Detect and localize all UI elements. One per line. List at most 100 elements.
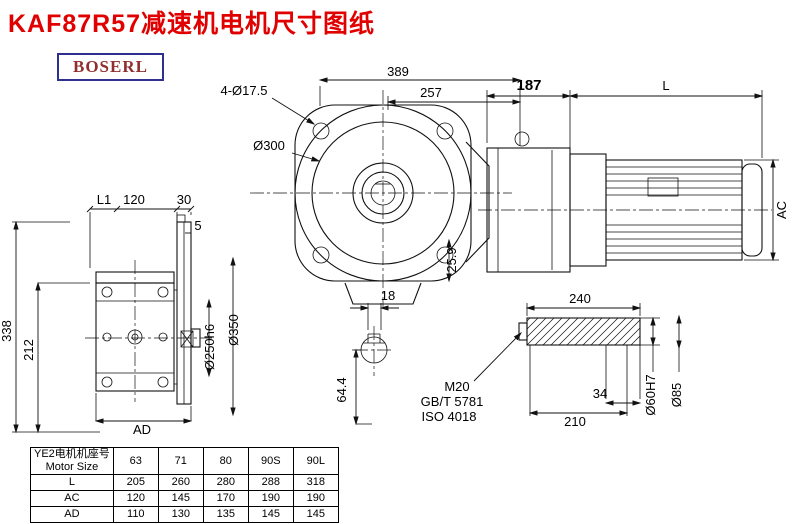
standard-iso-label: ISO 4018 (422, 409, 477, 424)
dimension-338: 338 (0, 220, 100, 434)
housing-bottom-taper (344, 282, 422, 305)
dim-label-dia300: Ø300 (253, 138, 285, 153)
motor-cooling-fins (606, 166, 742, 254)
dim-label-30: 30 (177, 192, 191, 207)
table-row: AD 110 130 135 145 145 (30, 506, 339, 523)
dimension-187: 187 (485, 77, 572, 148)
cover-bolt (101, 376, 113, 388)
column-header: 71 (157, 447, 204, 475)
dim-label-dia350: Ø350 (226, 314, 241, 346)
dim-label-34: 34 (593, 386, 607, 401)
dimension-18: 18 (350, 288, 399, 330)
shaft-detail: 240 34 210 M20 GB/T 5781 ISO 4018 Ø60H7 (421, 291, 684, 429)
cell: 170 (202, 490, 249, 507)
cover-bolt (102, 332, 112, 342)
dimension-AD: AD (94, 393, 193, 437)
cell: 135 (202, 506, 249, 523)
table-row: AC 120 145 170 190 190 (30, 490, 339, 507)
dim-label-L1: L1 (97, 192, 111, 207)
thread-label: M20 (444, 379, 469, 394)
cover-bolt (158, 332, 168, 342)
motor-size-header-cn: YE2电机机座号 (34, 448, 110, 461)
dimension-dia250: Ø250h6 (202, 298, 217, 378)
dimension-389: 389 (318, 64, 522, 146)
side-view: 187 L AC (478, 77, 789, 273)
dim-label-5: 5 (194, 218, 201, 233)
dim-label-64-4: 64.4 (334, 377, 349, 402)
eye-bolt-icon (514, 131, 530, 147)
shaft-end-cap (518, 322, 528, 341)
dim-label-AC: AC (774, 201, 789, 219)
cell: 260 (157, 474, 204, 491)
shaft-section (526, 317, 641, 346)
dim-label-120: 120 (123, 192, 145, 207)
cover-bolt (101, 286, 113, 298)
dim-label-18: 18 (381, 288, 395, 303)
housing-rear-bulge (465, 141, 490, 263)
motor-size-header: YE2电机机座号 Motor Size (30, 447, 114, 475)
front-view: 389 257 4-Ø17.5 Ø300 25.9 (221, 64, 522, 426)
cell: 288 (247, 474, 294, 491)
cell: 318 (292, 474, 339, 491)
cell: 110 (112, 506, 159, 523)
bolt-hole (436, 122, 454, 140)
dim-label-L: L (662, 78, 669, 93)
dim-label-AD: AD (133, 422, 151, 437)
column-header: 80 (202, 447, 249, 475)
fan-cover (741, 163, 763, 257)
cover-bolt (157, 286, 169, 298)
extension-lines (529, 345, 641, 416)
dim-label-25-9: 25.9 (444, 247, 459, 272)
dim-label-210: 210 (564, 414, 586, 429)
motor-nameplate (647, 177, 679, 197)
cover-bolt (157, 376, 169, 388)
dim-label-240: 240 (569, 291, 591, 306)
dimension-dia85: Ø85 (669, 314, 684, 407)
dim-label-bolt-holes: 4-Ø17.5 (221, 83, 268, 98)
cell: 190 (247, 490, 294, 507)
dimension-240: 240 (525, 291, 642, 316)
dimension-L: L (568, 78, 764, 158)
dimension-34: 34 (593, 386, 642, 406)
cell: 280 (202, 474, 249, 491)
left-view: L1 120 30 5 338 212 AD (0, 192, 241, 437)
page-title: KAF87R57减速机电机尺寸图纸 (8, 10, 376, 38)
column-header: 90L (292, 447, 339, 475)
section-hatching (526, 317, 641, 346)
cell: 130 (157, 506, 204, 523)
cell: 145 (247, 506, 294, 523)
bolt-hole (436, 246, 454, 264)
bolt-hole (312, 246, 330, 264)
flange-detail-lines (174, 222, 185, 404)
standard-gb-label: GB/T 5781 (421, 394, 484, 409)
dimension-25-9: 25.9 (444, 238, 459, 283)
motor-size-table: YE2电机机座号 Motor Size 63 71 80 90S 90L L 2… (30, 447, 339, 523)
row-label: AD (30, 506, 114, 523)
dimension-212: 212 (21, 281, 90, 434)
cell: 145 (157, 490, 204, 507)
table-row: L 205 260 280 288 318 (30, 474, 339, 491)
dim-label-338: 338 (0, 320, 14, 342)
dim-label-212: 212 (21, 339, 36, 361)
row-label: AC (30, 490, 114, 507)
cell: 120 (112, 490, 159, 507)
dimension-257: 257 (386, 85, 522, 110)
row-label: L (30, 474, 114, 491)
motor-size-header-en: Motor Size (45, 461, 99, 473)
column-header: 63 (112, 447, 159, 475)
dimension-top-chain: L1 120 30 (86, 192, 195, 268)
dim-label-dia60: Ø60H7 (643, 374, 658, 415)
dim-label-389: 389 (387, 64, 409, 79)
cell: 190 (292, 490, 339, 507)
gearbox-detail-lines (497, 148, 553, 272)
dim-label-187: 187 (516, 77, 541, 94)
dimension-AC: AC (744, 158, 789, 262)
dim-label-dia250: Ø250h6 (202, 324, 217, 370)
dimension-dia60: Ø60H7 (640, 316, 660, 416)
bolt-hole (312, 122, 330, 140)
thread-callout: M20 GB/T 5781 ISO 4018 (421, 332, 522, 424)
brand-logo: BOSERL (57, 53, 164, 81)
dimension-5: 5 (185, 218, 202, 234)
